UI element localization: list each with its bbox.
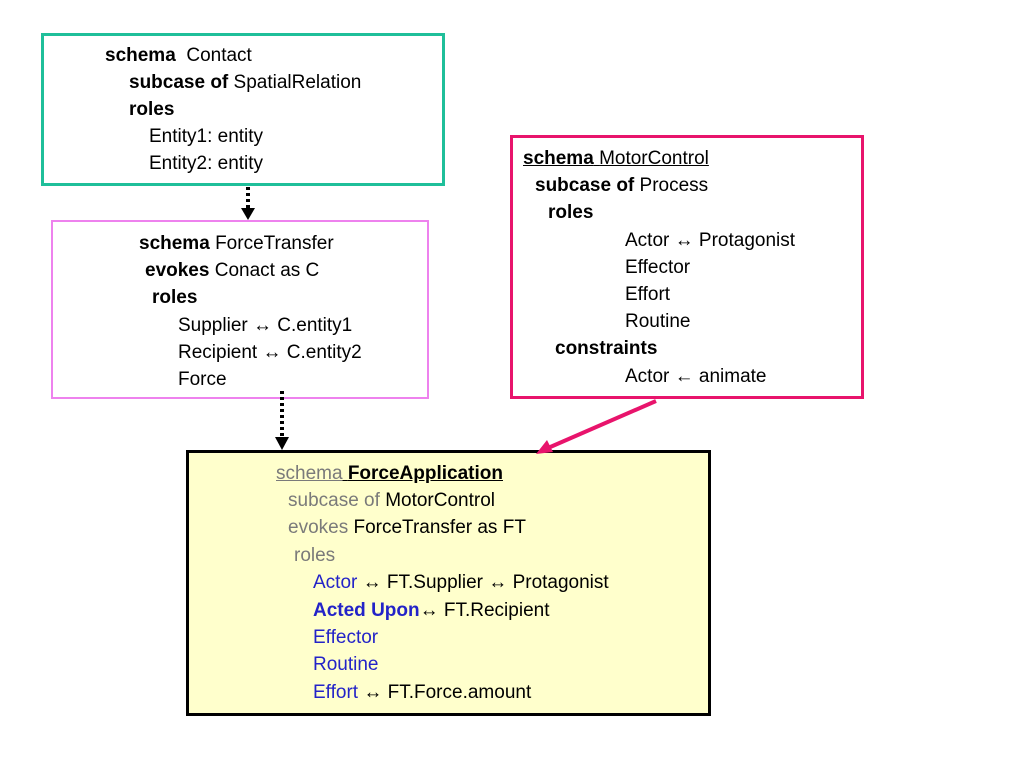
roles-keyword: roles [294, 545, 336, 566]
schema-name: MotorControl [599, 148, 709, 169]
contact-subcase-line: subcase of SpatialRelation [129, 69, 361, 96]
schema-name: Contact [186, 45, 252, 66]
role-actor: Actor ↔ Protagonist [625, 230, 796, 251]
motorcontrol-to-forceapplication-arrow [536, 399, 657, 454]
subcase-keyword: subcase of [129, 72, 229, 93]
role-effort: Effort [625, 284, 671, 305]
evokes-value: ForceTransfer as FT [353, 517, 526, 538]
role-actor-line: Actor ↔ FT.Supplier ↔ Protagonist [313, 569, 609, 596]
schema-keyword: schema [105, 45, 176, 66]
schema-name: ForceTransfer [215, 233, 334, 254]
forceapplication-subcase-line: subcase of MotorControl [288, 487, 495, 514]
role-routine: Routine [625, 311, 691, 332]
motorcontrol-schema-line: schema MotorControl [523, 145, 709, 172]
role-effort-name: Effort [313, 682, 359, 703]
forcetransfer-evokes-line: evokes Conact as C [145, 257, 319, 284]
roles-keyword: roles [548, 202, 594, 223]
subcase-value: MotorControl [385, 490, 496, 511]
schema-name: ForceApplication [347, 463, 503, 484]
role-actor-name: Actor [313, 572, 358, 593]
role-force: Force [178, 369, 227, 390]
role-recipient: Recipient ↔ C.entity2 [178, 342, 362, 363]
role-effector: Effector [313, 627, 379, 648]
subcase-keyword: subcase of [288, 490, 380, 511]
forcetransfer-schema-box: schema ForceTransfer evokes Conact as C … [51, 220, 429, 399]
contact-schema-line: schema Contact [105, 42, 252, 69]
schema-keyword: schema [139, 233, 210, 254]
role-effector: Effector [625, 257, 691, 278]
forceapplication-schema-box: schema ForceApplication subcase of Motor… [186, 450, 711, 716]
role-acted-upon-name: Acted Upon [313, 600, 420, 621]
role-effort-line: Effort ↔ FT.Force.amount [313, 679, 531, 706]
role-effort-binding: ↔ FT.Force.amount [363, 682, 532, 703]
forceapplication-evokes-line: evokes ForceTransfer as FT [288, 514, 526, 541]
constraint-actor-animate: Actor ← animate [625, 366, 767, 387]
evokes-keyword: evokes [145, 260, 210, 281]
contact-to-forcetransfer-arrow [241, 187, 255, 220]
subcase-value: Process [639, 175, 709, 196]
evokes-value: Conact as C [214, 260, 320, 281]
roles-keyword: roles [152, 287, 198, 308]
forcetransfer-to-forceapplication-arrow [275, 391, 289, 450]
schema-keyword: schema [523, 148, 594, 169]
contact-schema-box: schema Contact subcase of SpatialRelatio… [41, 33, 445, 186]
subcase-value: SpatialRelation [233, 72, 362, 93]
constraints-keyword: constraints [555, 338, 658, 359]
evokes-keyword: evokes [288, 517, 349, 538]
role-entity2: Entity2: entity [149, 153, 264, 174]
role-routine: Routine [313, 654, 379, 675]
motorcontrol-subcase-line: subcase of Process [535, 172, 708, 199]
role-actor-binding: ↔ FT.Supplier ↔ Protagonist [362, 572, 609, 593]
forcetransfer-schema-line: schema ForceTransfer [139, 230, 334, 257]
roles-keyword: roles [129, 99, 175, 120]
schema-keyword: schema [276, 463, 343, 484]
forceapplication-schema-line: schema ForceApplication [276, 460, 503, 487]
role-entity1: Entity1: entity [149, 126, 264, 147]
role-supplier: Supplier ↔ C.entity1 [178, 315, 353, 336]
subcase-keyword: subcase of [535, 175, 635, 196]
role-acted-upon-binding: ↔ FT.Recipient [419, 600, 550, 621]
motorcontrol-schema-box: schema MotorControl subcase of Process r… [510, 135, 864, 399]
role-acted-upon-line: Acted Upon↔ FT.Recipient [313, 597, 549, 624]
